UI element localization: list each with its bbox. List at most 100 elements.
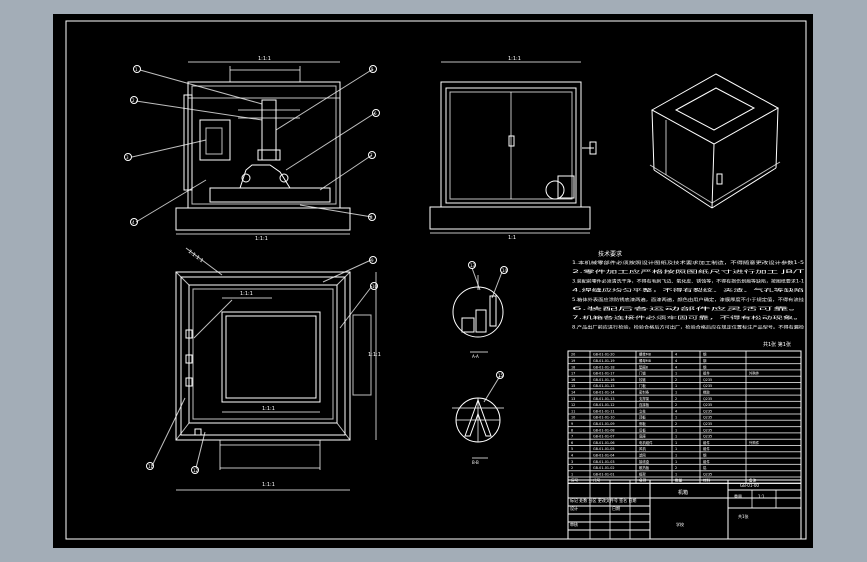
- bom-cell: 19: [571, 359, 575, 363]
- bom-cell: 1: [675, 435, 677, 439]
- bom-cell: GB-01-01-09: [593, 422, 615, 426]
- title-drawing-code: GB-01-00: [740, 483, 759, 488]
- detail-view-a: 13 14 A-A: [452, 261, 508, 359]
- bom-cell: Q235: [703, 403, 712, 407]
- sheet-background: [53, 14, 813, 548]
- bom-cell: Q235: [703, 409, 712, 413]
- bom-cell: GB-01-01-07: [593, 435, 615, 439]
- bom-cell: 2: [675, 422, 677, 426]
- bom-cell: Q235: [703, 384, 712, 388]
- technical-notes: 技术要求 1.本机械零部件必须按照设计图纸及技术要求加工制造，不得随意更改设计参…: [572, 250, 805, 330]
- bom-cell: 1: [675, 416, 677, 420]
- bom-cell: 1: [675, 384, 677, 388]
- bom-cell: GB-01-01-15: [593, 384, 615, 388]
- bom-cell: GB-01-01-10: [593, 416, 615, 420]
- balloon-13: 13: [470, 263, 476, 268]
- bom-cell: 1: [675, 454, 677, 458]
- bom-cell: 侧板: [639, 421, 646, 426]
- notes-lines: 1.本机械零部件必须按照设计图纸及技术要求加工制造，不得随意更改设计参数1-52…: [572, 259, 805, 330]
- bom-cell: Q235: [703, 378, 712, 382]
- bom-cell: 1: [675, 428, 677, 432]
- bom-cell: GB-01-01-08: [593, 428, 615, 432]
- bom-cell: 组件: [703, 371, 710, 376]
- dim-front-bottom: 1:1:1: [255, 236, 268, 242]
- bom-cell: 门锁: [639, 371, 646, 376]
- bom-cell: 组件: [703, 446, 710, 451]
- bom-cell: 组件: [703, 440, 710, 445]
- bom-cell: 6: [571, 441, 573, 445]
- bom-cell: Q235: [703, 422, 712, 426]
- title-company: 学校: [676, 521, 684, 527]
- bom-cell: 支撑架: [639, 396, 650, 401]
- title-date: 日期: [612, 505, 620, 511]
- bom-cell: 连接板: [639, 402, 650, 407]
- bom-cell: 滤网: [639, 453, 646, 458]
- dim-front-top: 1:1:1: [258, 56, 271, 62]
- bom-cell: GB-01-01-12: [593, 403, 615, 407]
- bom-cell: 2: [571, 466, 573, 470]
- bom-cell: Q235: [703, 472, 712, 476]
- bom-cell: 螺母M8: [639, 358, 651, 363]
- bom-cell: GB-01-01-19: [593, 359, 615, 363]
- bom-cell: 2: [675, 397, 677, 401]
- detail-view-b: 15 B-B: [452, 371, 504, 465]
- plan-leaders: 9 10 11 12: [146, 256, 378, 474]
- bom-cell: 5: [571, 447, 573, 451]
- notes-line: 6.装配后各运动部件应灵活可靠。: [572, 305, 804, 312]
- title-sheet: 共1张: [738, 513, 749, 519]
- bom-cell: 15: [571, 384, 575, 388]
- bom-cell: 20: [571, 353, 575, 357]
- title-drawing-name: 机箱: [678, 489, 688, 496]
- bom-cell: GB-01-01-06: [593, 441, 615, 445]
- bom-cell: 铰链: [639, 377, 646, 382]
- bom-cell: 钢: [703, 364, 707, 369]
- bom-cell: 立柱: [639, 408, 646, 413]
- bom-cell: 9: [571, 422, 573, 426]
- plan-view: 1:1:1 1:1:1 1:1:1 1:1:1 1.1.1.1: [175, 247, 381, 491]
- dim-side-bottom: 1:1: [508, 235, 516, 241]
- bom-cell: 11: [571, 409, 575, 413]
- bom-cell: GB-01-01-20: [593, 353, 615, 357]
- balloon-11: 11: [148, 464, 154, 469]
- notes-line: 8.产品出厂前应进行检验，检验合格后方可出厂，检验合格后应在规定位置标注产品型号…: [572, 323, 805, 330]
- bom-cell: 18: [571, 365, 575, 369]
- side-view: 1:1:1 1:1: [429, 56, 597, 241]
- front-leaders: [131, 68, 376, 223]
- balloon-1: 1: [135, 67, 138, 72]
- bom-cell: 7: [571, 435, 573, 439]
- bom-cell: 2: [675, 403, 677, 407]
- front-balloons: 1 2 3 4 5 6 7 8: [124, 65, 380, 226]
- bom-cell: Q235: [703, 416, 712, 420]
- notes-line: 5.箱体外表面应涂防锈底漆两遍，面漆两遍，颜色由用户确定，漆膜厚度不小于规定值，…: [572, 296, 804, 303]
- balloon-9: 9: [371, 258, 374, 263]
- balloon-2: 2: [132, 98, 135, 103]
- bom-cell: 钢: [703, 358, 707, 363]
- bom-cell: GB-01-01-16: [593, 378, 615, 382]
- title-scale: 1:1: [758, 494, 765, 499]
- notes-line: 4.焊缝应均匀平整，不得有裂纹、夹渣、气孔等缺陷: [572, 287, 804, 294]
- bom-cell: 1: [675, 441, 677, 445]
- detail-b-label: B-B: [472, 460, 479, 465]
- dim-plan-inner-bottom: 1:1:1: [262, 406, 275, 412]
- dim-side-top: 1:1:1: [508, 56, 521, 62]
- balloon-4: 4: [132, 220, 135, 225]
- balloon-15: 15: [498, 373, 504, 378]
- bom-cell: 1: [675, 447, 677, 451]
- bom-cell: 接线盒: [639, 459, 650, 464]
- bom-cell: GB-01-01-02: [593, 466, 615, 470]
- balloon-7: 7: [370, 153, 373, 158]
- bom-cell: 1: [675, 372, 677, 376]
- balloon-12: 12: [193, 468, 199, 473]
- bom-cell: 14: [571, 391, 575, 395]
- bom-cell: 8: [571, 428, 573, 432]
- bom-cell: GB-01-01-03: [593, 460, 615, 464]
- balloon-5: 5: [371, 67, 374, 72]
- title-designer: 设计: [570, 505, 578, 511]
- bom-cell: 2: [675, 466, 677, 470]
- isometric-view: [649, 73, 781, 209]
- notes-line: 7.机箱各连接件必须牢固可靠，不得有松动现象。: [572, 314, 804, 321]
- bom-cell: 电机组件: [639, 440, 653, 445]
